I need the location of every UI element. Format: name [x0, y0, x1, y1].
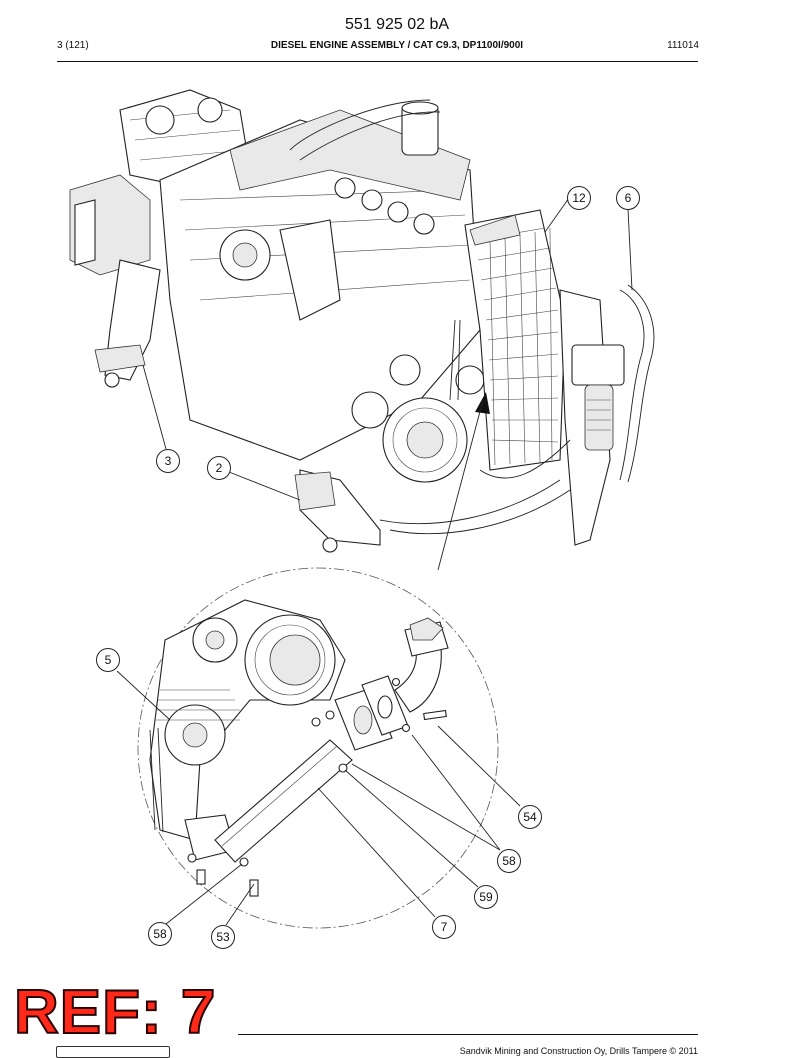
callout-53: 53	[211, 925, 235, 949]
svg-text:3: 3	[165, 454, 172, 468]
page-number: 3 (121)	[57, 40, 89, 51]
callout-58-left: 58	[148, 922, 172, 946]
callout-2: 2	[207, 456, 231, 480]
document-number: 551 925 02 bA	[344, 16, 450, 33]
date-code: 111014	[667, 40, 699, 51]
svg-text:6: 6	[625, 191, 632, 205]
ref-stamp: REF: 7	[13, 978, 217, 1047]
callout-7: 7	[432, 915, 456, 939]
callout-6: 6	[616, 186, 640, 210]
company-logo	[56, 1046, 170, 1058]
footer-copyright: Sandvik Mining and Construction Oy, Dril…	[459, 1046, 698, 1056]
callout-3: 3	[156, 449, 180, 473]
callout-59: 59	[474, 885, 498, 909]
svg-text:58: 58	[502, 854, 516, 868]
svg-text:53: 53	[216, 930, 230, 944]
footer-rule	[238, 1034, 698, 1035]
svg-text:54: 54	[523, 810, 537, 824]
svg-text:59: 59	[479, 890, 493, 904]
callout-58-right: 58	[497, 849, 521, 873]
svg-text:2: 2	[216, 461, 223, 475]
engine-illustration	[69, 89, 655, 553]
svg-text:7: 7	[441, 920, 448, 934]
svg-text:58: 58	[153, 927, 167, 941]
header-rule	[57, 61, 698, 62]
callout-5: 5	[96, 648, 120, 672]
page-title: DIESEL ENGINE ASSEMBLY / CAT C9.3, DP110…	[270, 40, 524, 51]
svg-text:5: 5	[105, 653, 112, 667]
svg-text:12: 12	[572, 191, 586, 205]
callout-54: 54	[518, 805, 542, 829]
callout-12: 12	[567, 186, 591, 210]
detail-view	[137, 399, 499, 929]
leader-lines	[116, 197, 633, 926]
